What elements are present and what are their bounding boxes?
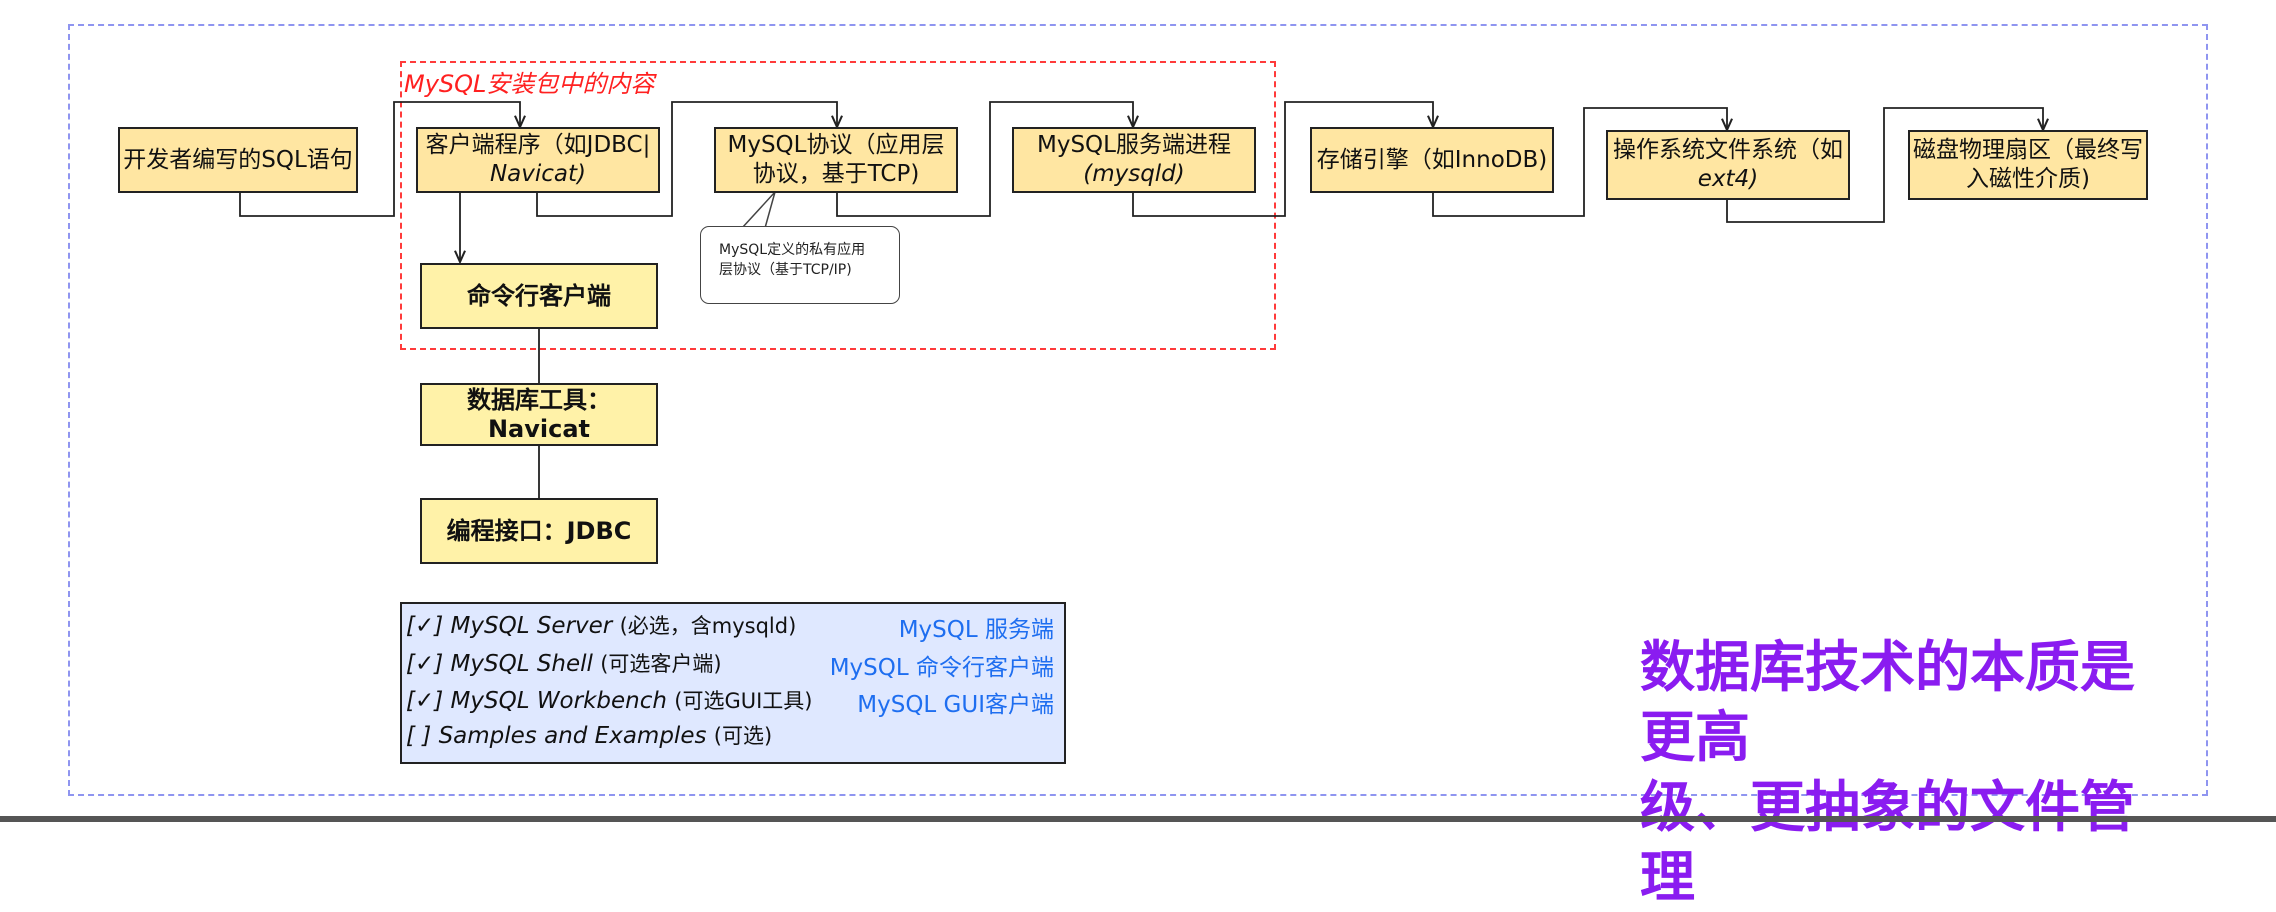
node-programming-api: 编程接口：JDBC xyxy=(420,498,658,564)
component-tag: MySQL 服务端 xyxy=(898,617,1054,643)
edge-os-to-disk xyxy=(1726,107,2043,223)
protocol-callout: MySQL定义的私有应用 层协议（基于TCP/IP) xyxy=(700,226,900,304)
component-row: [✓] MySQL Workbench (可选GUI工具) MySQL GUI客… xyxy=(406,685,1054,721)
edge-sql-to-client xyxy=(239,101,520,217)
essence-statement: 数据库技术的本质是更高 级、更抽象的文件管理 xyxy=(1640,632,2180,912)
essence-line-2: 级、更抽象的文件管理 xyxy=(1640,775,2136,909)
edge-protocol-to-server xyxy=(836,101,1133,217)
component-item: [✓] MySQL Workbench xyxy=(406,688,667,714)
component-row: [✓] MySQL Shell (可选客户端) MySQL 命令行客户端 xyxy=(406,648,1054,684)
callout-line-2: 层协议（基于TCP/IP) xyxy=(719,262,852,278)
group-label: MySQL安装包中的内容 xyxy=(404,70,655,98)
outer-frame xyxy=(68,24,2208,796)
node-disk-sectors: 磁盘物理扇区（最终写入磁性介质) xyxy=(1908,130,2148,200)
bottom-bar xyxy=(0,816,2276,822)
component-note: (可选GUI工具) xyxy=(674,689,813,713)
edge-server-to-storage xyxy=(1132,101,1433,217)
callout-line-1: MySQL定义的私有应用 xyxy=(719,242,866,258)
component-tag: MySQL 命令行客户端 xyxy=(829,655,1054,681)
node-mysql-server: MySQL服务端进程(mysqld) xyxy=(1012,127,1256,193)
connector-lines xyxy=(239,101,2276,498)
edge-client-to-protocol xyxy=(536,101,837,217)
component-note: (可选客户端) xyxy=(600,652,722,676)
component-item: [✓] MySQL Shell xyxy=(406,651,593,677)
edge-storage-to-os xyxy=(1432,107,1727,217)
node-cli-client: 命令行客户端 xyxy=(420,263,658,329)
component-row: [✓] MySQL Server (必选，含mysqld) MySQL 服务端 xyxy=(406,610,1054,646)
node-storage-engine: 存储引擎（如InnoDB) xyxy=(1310,127,1554,193)
component-note: (必选，含mysqld) xyxy=(619,614,797,638)
essence-line-1: 数据库技术的本质是更高 xyxy=(1640,635,2136,769)
component-row: [ ] Samples and Examples (可选) xyxy=(406,720,1054,756)
component-item: [✓] MySQL Server xyxy=(406,613,613,639)
component-tag: MySQL GUI客户端 xyxy=(857,692,1054,718)
installer-package-group xyxy=(400,61,1276,350)
callout-tail xyxy=(741,191,776,229)
component-item: [ ] Samples and Examples xyxy=(406,723,707,749)
node-mysql-protocol: MySQL协议（应用层协议，基于TCP) xyxy=(714,127,958,193)
component-note: (可选) xyxy=(713,724,773,748)
node-db-tool: 数据库工具：Navicat xyxy=(420,383,658,446)
node-developer-sql: 开发者编写的SQL语句 xyxy=(118,127,358,193)
installer-components-list: [✓] MySQL Server (必选，含mysqld) MySQL 服务端 … xyxy=(400,602,1066,764)
node-client-program: 客户端程序（如JDBC|Navicat) xyxy=(416,127,660,193)
